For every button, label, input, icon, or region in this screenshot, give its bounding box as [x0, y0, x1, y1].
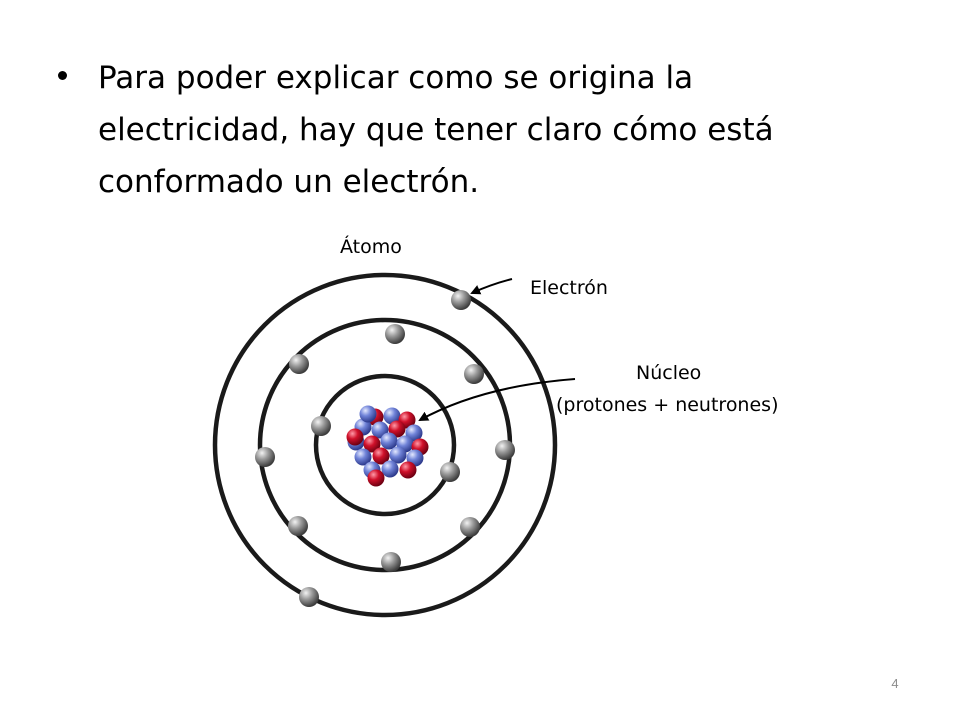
proton: [363, 435, 381, 453]
neutron: [381, 460, 399, 478]
electron: [451, 290, 471, 310]
bullet-icon: [58, 71, 67, 80]
bullet-text: Para poder explicar como se origina la e…: [98, 60, 774, 200]
proton: [388, 420, 406, 438]
nucleus-sublabel: (protones + neutrones): [556, 394, 778, 416]
slide-number: 4: [891, 676, 899, 691]
nucleus-label: Núcleo: [636, 362, 701, 384]
bullet-item: Para poder explicar como se origina la e…: [58, 52, 898, 208]
orbit-outer: [212, 272, 558, 618]
electron: [299, 587, 319, 607]
electron: [288, 516, 308, 536]
electron: [464, 364, 484, 384]
electron: [440, 462, 460, 482]
proton: [346, 428, 364, 446]
proton: [399, 461, 417, 479]
electron: [460, 517, 480, 537]
electron-arrow: [470, 278, 513, 295]
proton: [372, 447, 390, 465]
neutron: [383, 407, 401, 425]
electron: [255, 447, 275, 467]
proton: [367, 469, 385, 487]
electron: [311, 416, 331, 436]
electrons: [255, 290, 515, 607]
electron: [289, 354, 309, 374]
electron: [495, 440, 515, 460]
electron: [385, 324, 405, 344]
electron-label: Electrón: [530, 277, 608, 299]
neutron: [380, 432, 398, 450]
neutron: [359, 405, 377, 423]
nucleus: [346, 405, 429, 487]
nucleus-arrow: [418, 378, 576, 421]
electron: [381, 552, 401, 572]
neutron: [354, 448, 372, 466]
diagram-title: Átomo: [340, 235, 402, 258]
neutron: [389, 446, 407, 464]
orbit-inner: [313, 373, 457, 517]
